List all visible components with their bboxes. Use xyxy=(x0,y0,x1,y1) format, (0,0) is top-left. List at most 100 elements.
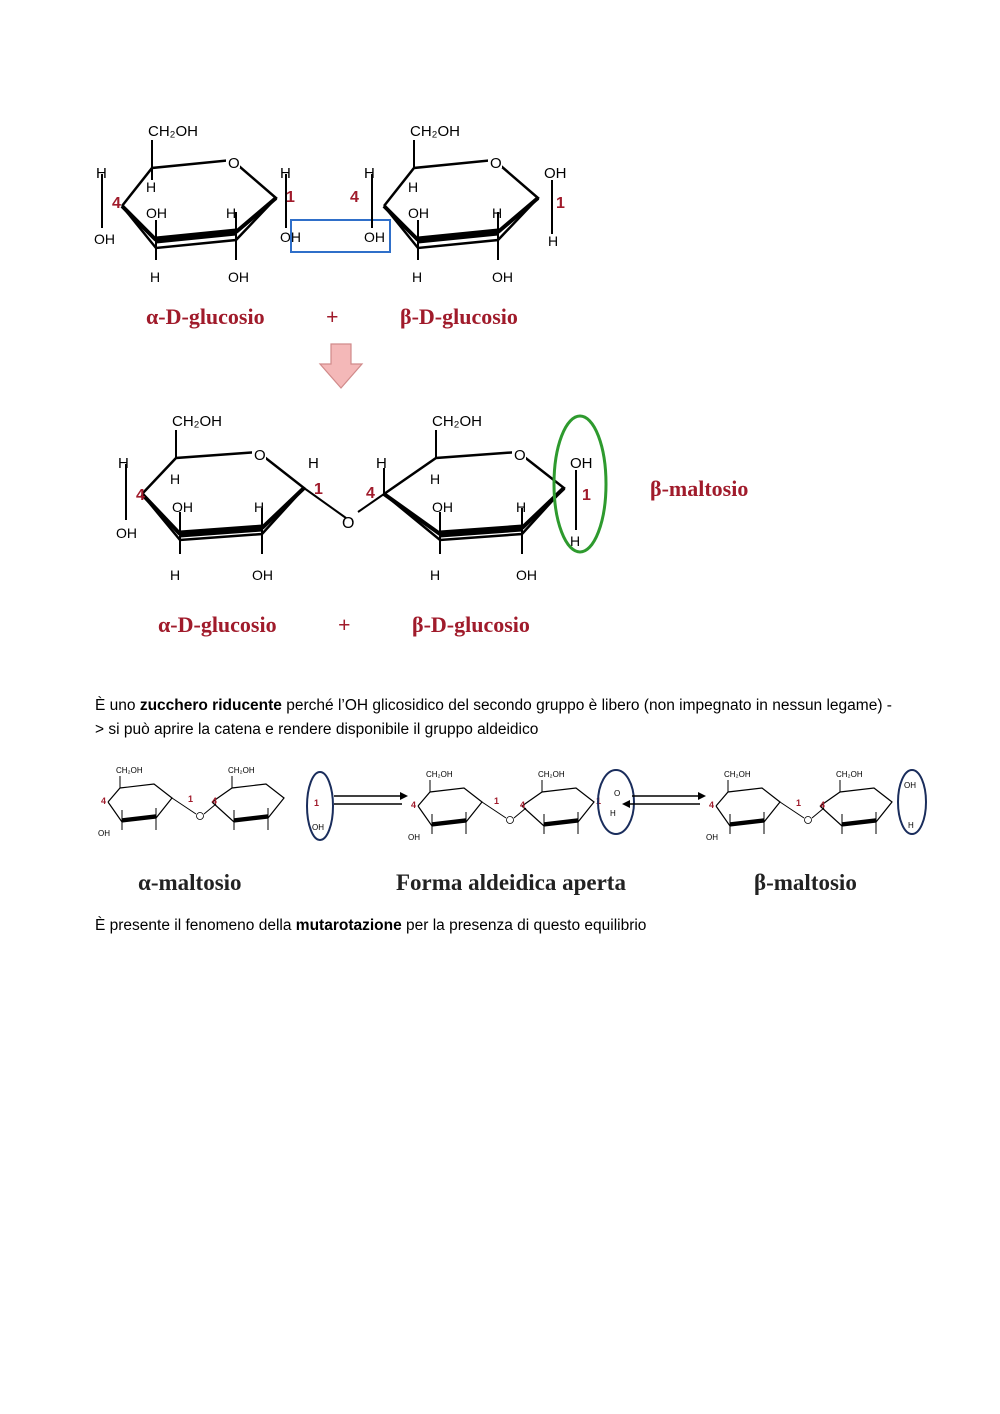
anomeric-carbon-circle xyxy=(552,414,608,554)
svg-text:H: H xyxy=(118,455,129,472)
svg-text:CH₂OH: CH₂OH xyxy=(836,770,863,779)
svg-text:H: H xyxy=(150,269,160,285)
svg-text:H: H xyxy=(570,533,580,549)
svg-text:H: H xyxy=(376,455,387,472)
svg-text:O: O xyxy=(254,447,266,464)
caption-beta-glucose: β-D-glucosio xyxy=(400,304,518,329)
mutarotation-paragraph: È presente il fenomeno della mutarotazio… xyxy=(95,917,647,934)
open-aldehyde-structure: CH₂OH CH₂OH OH 4 1 4 1 O H xyxy=(408,769,635,842)
caption-alpha-maltose: α-maltosio xyxy=(138,870,242,895)
svg-text:OH: OH xyxy=(94,231,115,247)
alpha-maltose-structure: CH₂OH CH₂OH OH 4 1 4 1 OH xyxy=(98,766,334,841)
svg-text:OH: OH xyxy=(432,499,453,515)
svg-text:H: H xyxy=(412,269,422,285)
svg-text:O: O xyxy=(514,447,526,464)
caption-alpha-glucose-2: α-D-glucosio xyxy=(158,612,277,637)
svg-text:O: O xyxy=(490,155,502,172)
svg-text:H: H xyxy=(280,165,291,182)
maltose-ring-left: CH₂OH O H H H 4 1 OH H OH H OH xyxy=(116,413,347,583)
svg-text:CH₂OH: CH₂OH xyxy=(432,413,482,430)
svg-text:H: H xyxy=(408,179,418,195)
svg-text:CH₂OH: CH₂OH xyxy=(538,770,565,779)
beta-maltose-label: β-maltosio xyxy=(650,476,748,501)
svg-text:1: 1 xyxy=(314,481,323,498)
svg-text:OH: OH xyxy=(98,829,110,838)
reducing-sugar-paragraph: È uno zucchero riducente perché l’OH gli… xyxy=(95,697,892,738)
beta-maltose-structure: CH₂OH CH₂OH OH 4 1 4 OH H xyxy=(706,769,927,842)
svg-text:OH: OH xyxy=(252,567,273,583)
svg-text:4: 4 xyxy=(136,487,145,504)
svg-text:4: 4 xyxy=(709,800,714,810)
maltose-figure: CH₂OH O H H H 4 1 OH H OH H OH O CH₂OH O… xyxy=(116,413,748,637)
svg-text:H: H xyxy=(364,165,375,182)
svg-text:H: H xyxy=(96,165,107,182)
svg-text:1: 1 xyxy=(556,195,565,212)
svg-text:H: H xyxy=(610,809,616,818)
svg-text:OH: OH xyxy=(516,567,537,583)
reaction-arrow xyxy=(318,343,364,389)
caption-open-aldehyde: Forma aldeidica aperta xyxy=(396,870,626,895)
svg-text:OH: OH xyxy=(492,269,513,285)
svg-text:H: H xyxy=(492,205,502,221)
svg-text:OH: OH xyxy=(172,499,193,515)
svg-text:H: H xyxy=(430,471,440,487)
glucose-reaction-figure: CH₂OH O H H H 4 1 OH H OH OH H OH CH₂OH … xyxy=(94,123,567,329)
maltose-ring-right: CH₂OH O H H OH 4 1 OH H H H OH xyxy=(366,413,593,583)
svg-text:CH₂OH: CH₂OH xyxy=(172,413,222,430)
svg-text:OH: OH xyxy=(544,165,567,182)
beta-glucose-ring: CH₂OH O H H OH 4 1 OH H OH H H OH xyxy=(350,123,567,285)
svg-text:OH: OH xyxy=(312,823,324,832)
svg-text:1: 1 xyxy=(314,798,319,808)
equilibrium-arrows-1 xyxy=(334,792,408,805)
condensation-highlight-box xyxy=(290,219,391,253)
svg-text:1: 1 xyxy=(494,796,499,806)
svg-text:OH: OH xyxy=(116,525,137,541)
svg-text:4: 4 xyxy=(520,800,525,810)
caption-plus-2: + xyxy=(338,612,351,637)
svg-text:OH: OH xyxy=(146,205,167,221)
svg-text:H: H xyxy=(430,567,440,583)
svg-text:4: 4 xyxy=(350,189,359,206)
svg-text:H: H xyxy=(548,233,558,249)
caption-plus: + xyxy=(326,304,339,329)
svg-text:H: H xyxy=(146,179,156,195)
svg-text:OH: OH xyxy=(364,229,385,245)
equilibrium-arrows-2 xyxy=(622,792,706,808)
svg-text:OH: OH xyxy=(706,833,718,842)
svg-text:H: H xyxy=(254,499,264,515)
svg-text:CH₂OH: CH₂OH xyxy=(228,766,255,775)
svg-text:OH: OH xyxy=(228,269,249,285)
carbon-1-label: 1 xyxy=(286,189,295,206)
svg-text:4: 4 xyxy=(212,796,217,806)
svg-text:4: 4 xyxy=(101,796,106,806)
svg-text:H: H xyxy=(908,821,914,830)
svg-text:OH: OH xyxy=(408,205,429,221)
svg-text:H: H xyxy=(516,499,526,515)
caption-beta-maltose: β-maltosio xyxy=(754,870,857,895)
ring-oxygen-label: O xyxy=(228,155,240,172)
caption-beta-glucose-2: β-D-glucosio xyxy=(412,612,530,637)
ch2oh-label: CH₂OH xyxy=(148,123,198,140)
reducing-sugar-term: zucchero riducente xyxy=(139,697,282,714)
mutarotation-term: mutarotazione xyxy=(295,917,402,934)
mutarotation-figure: CH₂OH CH₂OH OH 4 1 4 1 OH CH₂OH CH₂OH OH… xyxy=(98,766,927,895)
svg-text:H: H xyxy=(226,205,236,221)
svg-text:4: 4 xyxy=(366,485,375,502)
svg-text:OH: OH xyxy=(408,833,420,842)
svg-text:O: O xyxy=(614,789,620,798)
svg-text:OH: OH xyxy=(904,781,916,790)
glycosidic-oxygen: O xyxy=(342,515,354,532)
svg-text:H: H xyxy=(308,455,319,472)
svg-text:CH₂OH: CH₂OH xyxy=(724,770,751,779)
svg-text:CH₂OH: CH₂OH xyxy=(410,123,460,140)
alpha-glucose-ring: CH₂OH O H H H 4 1 OH H OH OH H OH xyxy=(94,123,301,285)
svg-text:H: H xyxy=(170,471,180,487)
svg-text:CH₂OH: CH₂OH xyxy=(426,770,453,779)
svg-text:4: 4 xyxy=(411,800,416,810)
svg-text:1: 1 xyxy=(582,487,591,504)
caption-alpha-glucose: α-D-glucosio xyxy=(146,304,265,329)
svg-text:4: 4 xyxy=(820,800,825,810)
svg-text:OH: OH xyxy=(570,455,593,472)
carbon-4-label: 4 xyxy=(112,195,121,212)
svg-text:1: 1 xyxy=(188,794,193,804)
